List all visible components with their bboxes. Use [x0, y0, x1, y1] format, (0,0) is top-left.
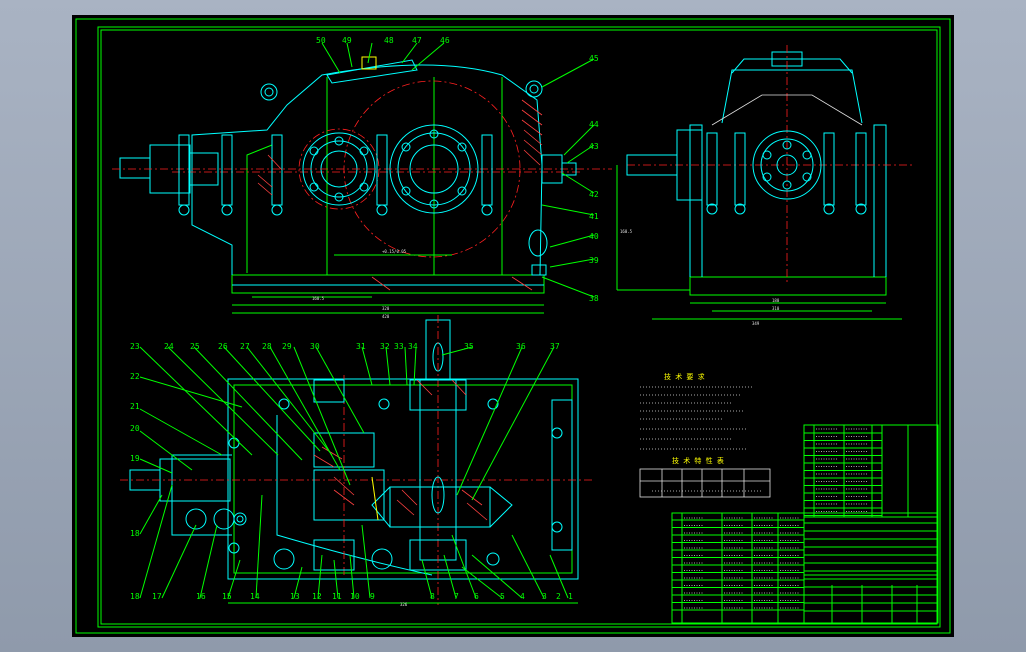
svg-text:18: 18 [130, 529, 140, 538]
callout-50: 50 [316, 36, 326, 45]
callout-24: 24 [164, 342, 174, 351]
callout-48: 48 [384, 36, 394, 45]
svg-text:+0.15/0.05: +0.15/0.05 [382, 249, 407, 254]
svg-text:160.5: 160.5 [620, 229, 633, 234]
callout-38: 38 [589, 294, 599, 303]
callout-35: 35 [464, 342, 474, 351]
cad-drawing-viewport[interactable]: 320 420 160.5 +0.15/0.05 50 49 48 47 46 … [72, 15, 954, 637]
svg-text:349: 349 [752, 321, 760, 326]
callout-39: 39 [589, 256, 599, 265]
inner-frame [97, 26, 941, 628]
callout-15: 15 [222, 592, 232, 601]
callout-4: 4 [520, 592, 525, 601]
callout-7: 7 [454, 592, 459, 601]
callout-29: 29 [282, 342, 292, 351]
svg-text:320: 320 [382, 306, 390, 311]
callout-44: 44 [589, 120, 599, 129]
callout-8: 8 [430, 592, 435, 601]
callout-22: 22 [130, 372, 140, 381]
callout-9: 9 [370, 592, 375, 601]
tech-requirements-title: 技 术 要 求 [664, 372, 705, 381]
callout-43: 43 [589, 142, 599, 151]
tech-table-title: 技 术 特 性 表 [672, 456, 724, 465]
callout-27: 27 [240, 342, 250, 351]
callout-46: 46 [440, 36, 450, 45]
callout-2: 2 [556, 592, 561, 601]
callout-14: 14 [250, 592, 260, 601]
callout-23: 23 [130, 342, 140, 351]
callout-47: 47 [412, 36, 422, 45]
svg-text:326: 326 [400, 602, 408, 607]
technical-requirements: 技 术 要 求 技 术 特 性 表 [639, 372, 771, 498]
callout-36: 36 [516, 342, 526, 351]
callout-37: 37 [550, 342, 560, 351]
callout-20: 20 [130, 424, 140, 433]
callout-11: 11 [332, 592, 342, 601]
outer-border [75, 18, 951, 634]
callout-5: 5 [500, 592, 505, 601]
callout-30: 30 [310, 342, 320, 351]
callout-49: 49 [342, 36, 352, 45]
callout-25: 25 [190, 342, 200, 351]
callout-10: 10 [350, 592, 360, 601]
callout-13: 13 [290, 592, 300, 601]
callout-1: 1 [568, 592, 573, 601]
callout-12: 12 [312, 592, 322, 601]
callout-6: 6 [474, 592, 479, 601]
svg-text:310: 310 [772, 306, 780, 311]
callout-34: 34 [408, 342, 418, 351]
callout-18: 18 [130, 592, 140, 601]
plan-view: 326 [120, 315, 592, 607]
callout-32: 32 [380, 342, 390, 351]
parts-list-table [671, 424, 939, 624]
callout-26: 26 [218, 342, 228, 351]
callout-28: 28 [262, 342, 272, 351]
callout-21: 21 [130, 402, 140, 411]
callout-31: 31 [356, 342, 366, 351]
front-view: 320 420 160.5 +0.15/0.05 [112, 42, 612, 319]
svg-text:180: 180 [772, 298, 780, 303]
callout-45: 45 [589, 54, 599, 63]
callout-3: 3 [542, 592, 547, 601]
svg-text:160.5: 160.5 [312, 296, 325, 301]
svg-text:420: 420 [382, 314, 390, 319]
callout-16: 16 [196, 592, 206, 601]
callout-17: 17 [152, 592, 162, 601]
callout-40: 40 [589, 232, 599, 241]
side-view: 180 310 349 160.5 [616, 45, 912, 326]
gear-reducer-assembly-drawing: 320 420 160.5 +0.15/0.05 50 49 48 47 46 … [75, 18, 951, 634]
callout-42: 42 [589, 190, 599, 199]
callout-19: 19 [130, 454, 140, 463]
callout-41: 41 [589, 212, 599, 221]
callout-33: 33 [394, 342, 404, 351]
